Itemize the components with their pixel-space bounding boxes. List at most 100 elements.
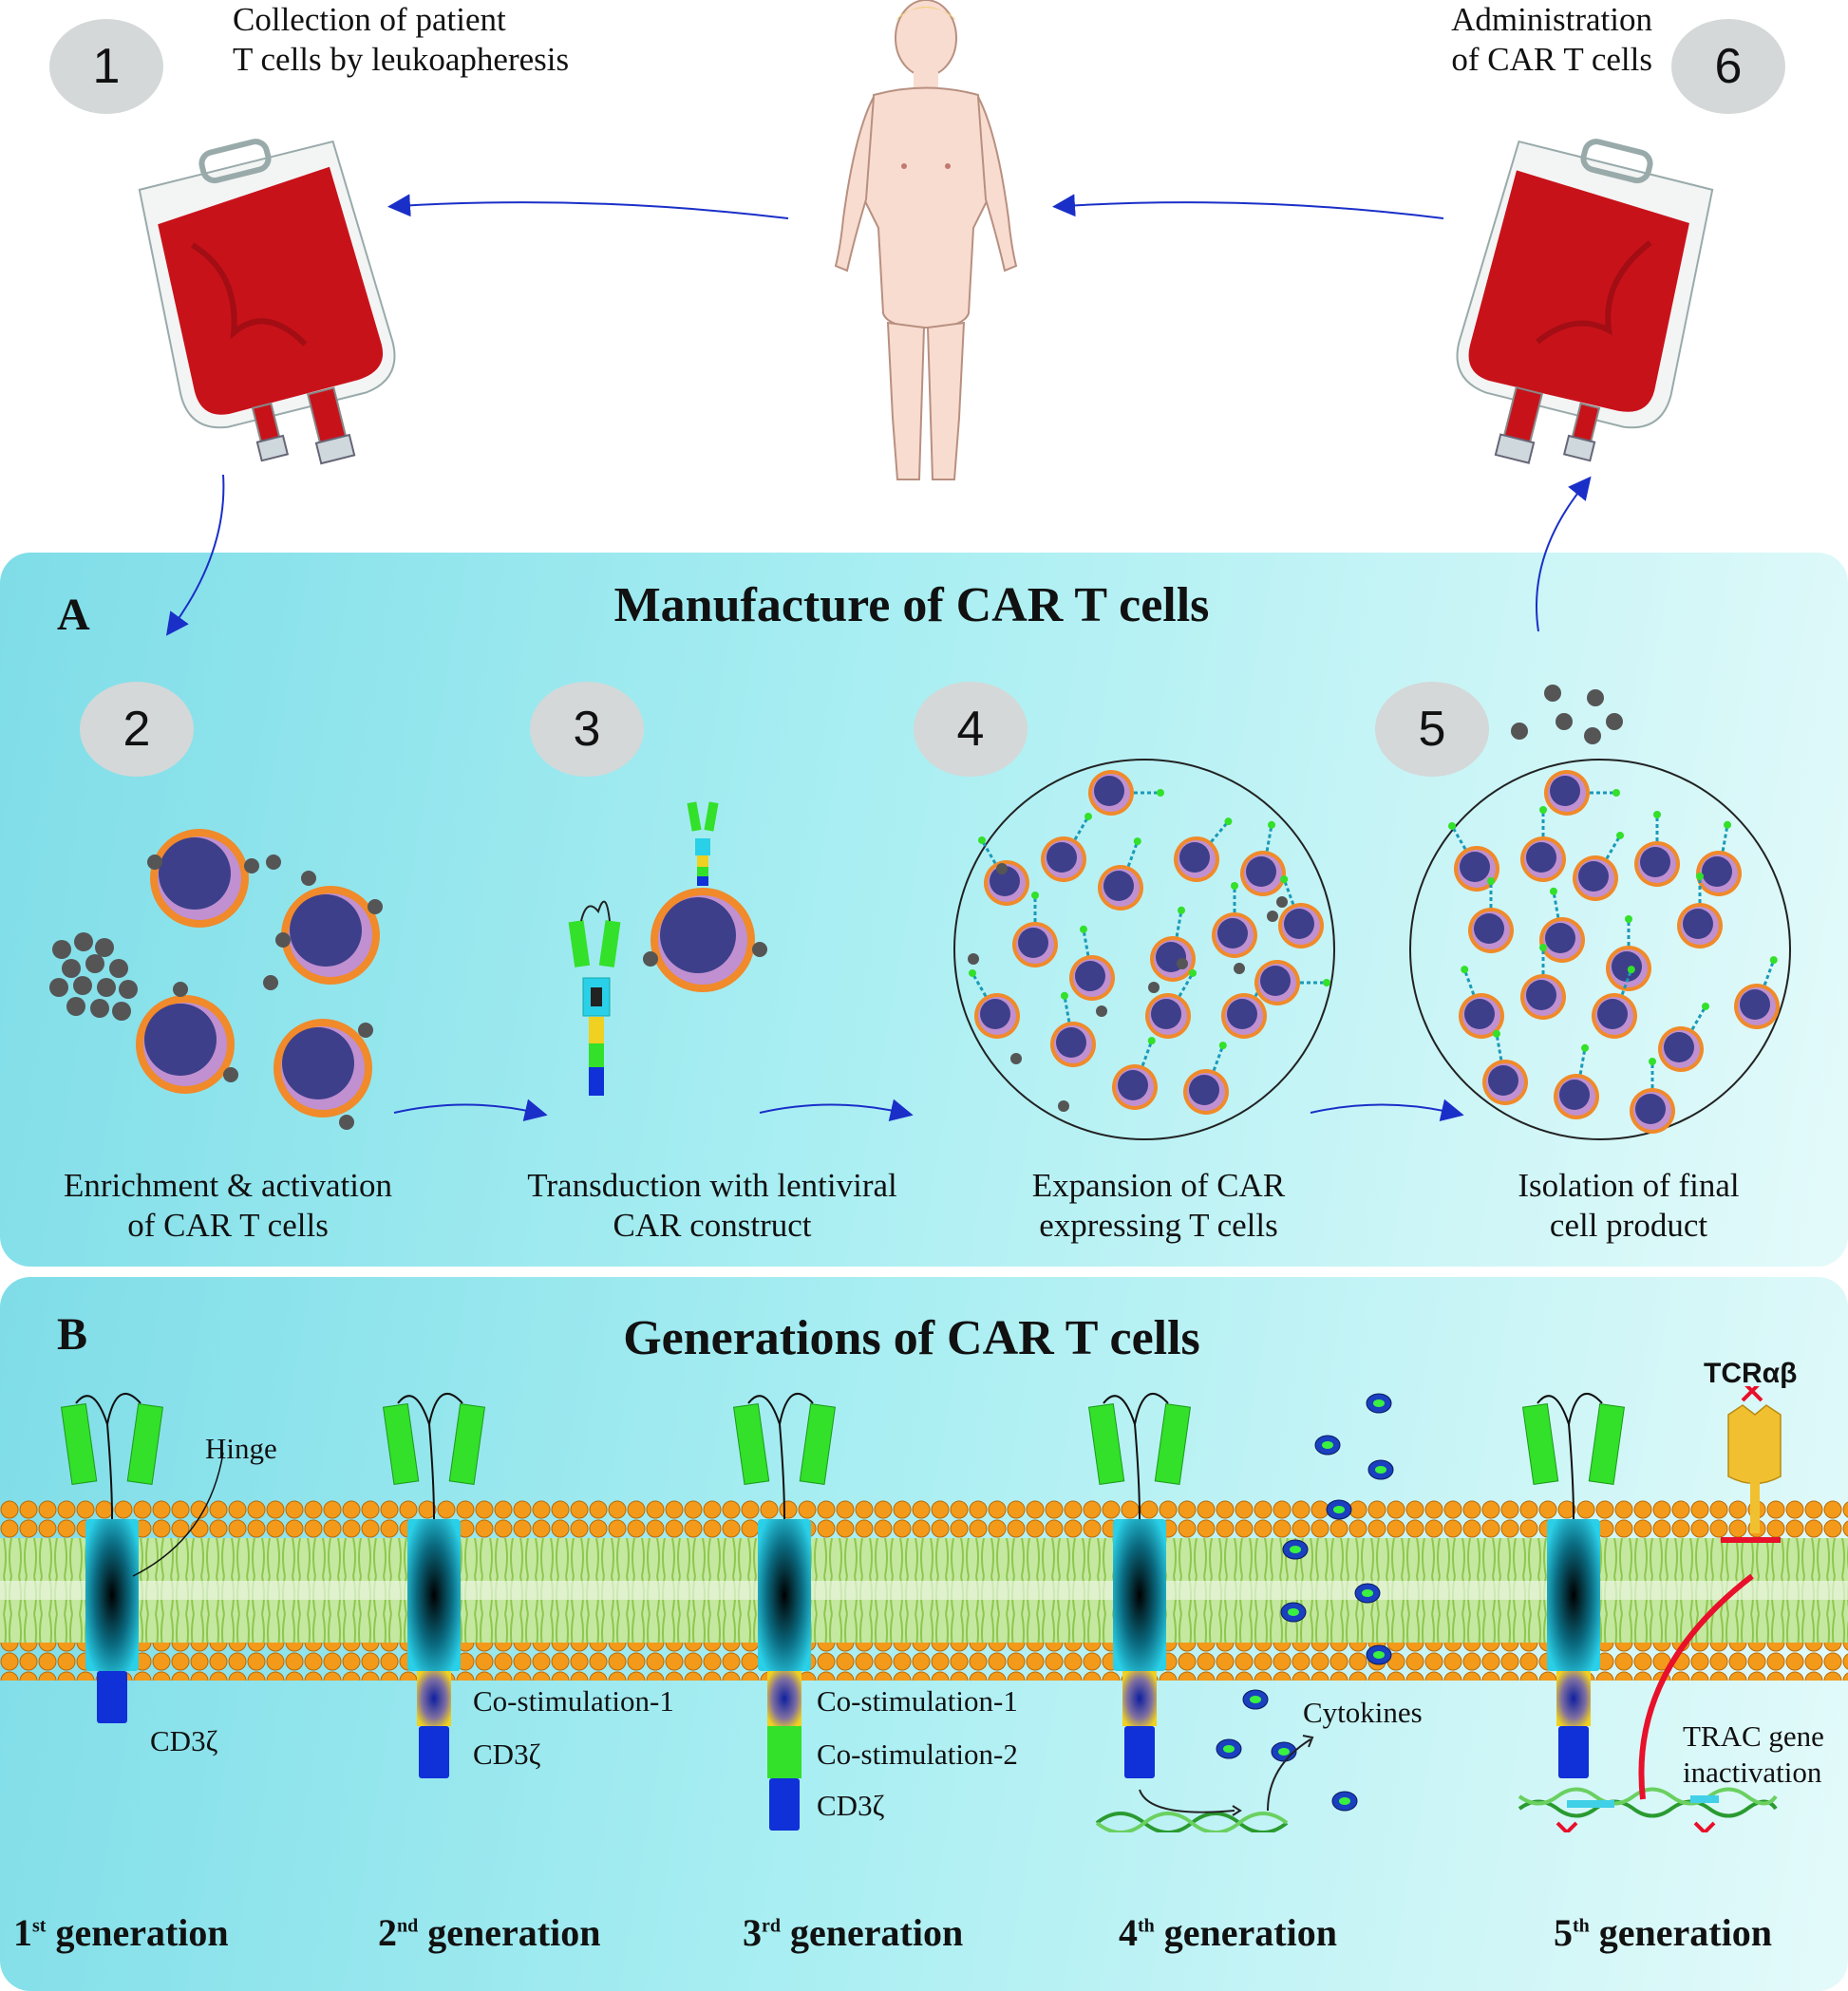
gen-5-num: 5 [1554, 1911, 1573, 1954]
gen-2-num: 2 [378, 1911, 397, 1954]
step-5-caption: Isolation of final cell product [1439, 1166, 1819, 1246]
gen-4-suffix: th [1138, 1915, 1155, 1937]
t-cell [1278, 875, 1324, 949]
gen-1-num: 1 [13, 1911, 32, 1954]
step-5-badge: 5 [1375, 682, 1489, 777]
gen3-costim2-label: Co-stimulation-2 [817, 1737, 1018, 1771]
step-4-caption: Expansion of CAR expressing T cells [969, 1166, 1348, 1246]
gen-5-suffix: th [1573, 1915, 1590, 1937]
t-cell [1041, 812, 1092, 882]
t-cell [1254, 960, 1330, 1005]
t-cell [1183, 1042, 1229, 1115]
gen2-cd3z-label: CD3ζ [473, 1737, 541, 1771]
arrow-patient-to-bag [387, 194, 789, 219]
t-cell [1734, 956, 1780, 1029]
t-cell [1174, 817, 1233, 882]
t-cell [1482, 1029, 1528, 1105]
t-cell [1658, 1002, 1709, 1072]
t-cell [1098, 837, 1143, 911]
t-cell [1539, 887, 1585, 963]
patient-figure-icon [834, 0, 1018, 480]
gen-4-label: 4th generation [1119, 1910, 1337, 1955]
t-cell [1050, 991, 1096, 1067]
step-3-caption: Transduction with lentiviral CAR constru… [503, 1166, 921, 1246]
car-receptor-gen4 [1087, 1393, 1192, 1778]
car-receptor-gen3 [732, 1393, 837, 1831]
trac-label-line2: inactivation [1683, 1756, 1822, 1789]
step-3-caption-line2: CAR construct [613, 1207, 812, 1244]
step-4-expansion-dish [953, 759, 1335, 1140]
gen-1-suffix: st [32, 1915, 47, 1937]
t-cell [1012, 892, 1058, 967]
step-1-caption-line2: T cells by leukoapheresis [233, 41, 570, 78]
step-2-caption-line2: of CAR T cells [127, 1207, 329, 1244]
step-3-badge: 3 [530, 682, 644, 777]
gen-2-label: 2nd generation [378, 1910, 600, 1955]
panel-a-title: Manufacture of CAR T cells [613, 578, 1210, 632]
gen-2-suffix: nd [397, 1915, 419, 1937]
step-2-activated-cells [49, 829, 383, 1130]
step-2-caption: Enrichment & activation of CAR T cells [28, 1166, 427, 1246]
tcr-label: TCRαβ [1704, 1358, 1798, 1389]
step-5-caption-line2: cell product [1549, 1207, 1708, 1244]
t-cell [1112, 1037, 1158, 1110]
trac-label: TRAC gene inactivation [1683, 1719, 1824, 1791]
t-cell [1544, 770, 1620, 816]
gen-3-suffix: rd [762, 1915, 781, 1937]
arrow-bag-to-patient [1052, 194, 1444, 219]
step-6-badge: 6 [1671, 19, 1785, 114]
hinge-label: Hinge [205, 1432, 277, 1465]
step-5-removed-beads [1511, 685, 1623, 744]
gen3-costim1-label: Co-stimulation-1 [817, 1684, 1018, 1718]
t-cell [1554, 1043, 1599, 1119]
panel-b-title: Generations of CAR T cells [623, 1311, 1200, 1365]
step-4-caption-line1: Expansion of CAR [1031, 1167, 1286, 1204]
gen-3-word: generation [790, 1911, 964, 1954]
t-cell [969, 968, 1020, 1039]
gen-1-label: 1st generation [13, 1910, 229, 1955]
t-cell [1459, 966, 1504, 1039]
t-cell [1069, 925, 1115, 1001]
gen-2-word: generation [427, 1911, 601, 1954]
gen-3-num: 3 [743, 1911, 762, 1954]
gen3-cd3z-label: CD3ζ [817, 1789, 885, 1822]
step-1-caption: Collection of patient T cells by leukoap… [233, 0, 632, 80]
arrow-step5-to-bag [1536, 476, 1592, 632]
panel-a-letter: A [57, 590, 90, 640]
step-6-caption-line1: Administration [1451, 1, 1652, 38]
step-5-caption-line1: Isolation of final [1518, 1167, 1740, 1204]
step-6-caption-line2: of CAR T cells [1451, 41, 1652, 78]
t-cell [978, 836, 1029, 906]
gen2-costim1-label: Co-stimulation-1 [473, 1684, 674, 1718]
gen-1-word: generation [55, 1911, 229, 1954]
t-cell [1212, 882, 1257, 958]
arrow-step3-to-4 [759, 1099, 914, 1122]
car-receptor-gen5 [1521, 1393, 1626, 1778]
trac-label-line1: TRAC gene [1683, 1719, 1824, 1753]
step-3-car-construct [568, 801, 767, 1096]
step-1-caption-line1: Collection of patient [233, 1, 506, 38]
t-cell [1520, 944, 1566, 1020]
cytokines-label: Cytokines [1303, 1696, 1423, 1729]
step-4-badge: 4 [914, 682, 1028, 777]
gen-4-word: generation [1163, 1911, 1337, 1954]
step-4-caption-line2: expressing T cells [1039, 1207, 1278, 1244]
gen-5-label: 5th generation [1554, 1910, 1772, 1955]
car-receptors [60, 1386, 1782, 1832]
car-receptor-gen1 [60, 1393, 164, 1723]
blood-bag-right-icon [1456, 139, 1714, 464]
panel-b-letter: B [57, 1309, 88, 1360]
t-cell [1630, 1058, 1675, 1134]
gen-5-word: generation [1598, 1911, 1772, 1954]
step-3-caption-line1: Transduction with lentiviral [527, 1167, 897, 1204]
t-cell [1696, 820, 1742, 896]
arrow-step4-to-5 [1310, 1099, 1464, 1122]
t-cell [1592, 966, 1637, 1039]
arrow-step2-to-3 [393, 1099, 548, 1122]
arrow-bag-to-step2 [165, 475, 225, 636]
car-receptor-gen2 [382, 1393, 486, 1778]
step-2-caption-line1: Enrichment & activation [63, 1167, 392, 1204]
gen-3-label: 3rd generation [743, 1910, 963, 1955]
t-cell [1634, 811, 1680, 887]
t-cell [1088, 770, 1164, 816]
